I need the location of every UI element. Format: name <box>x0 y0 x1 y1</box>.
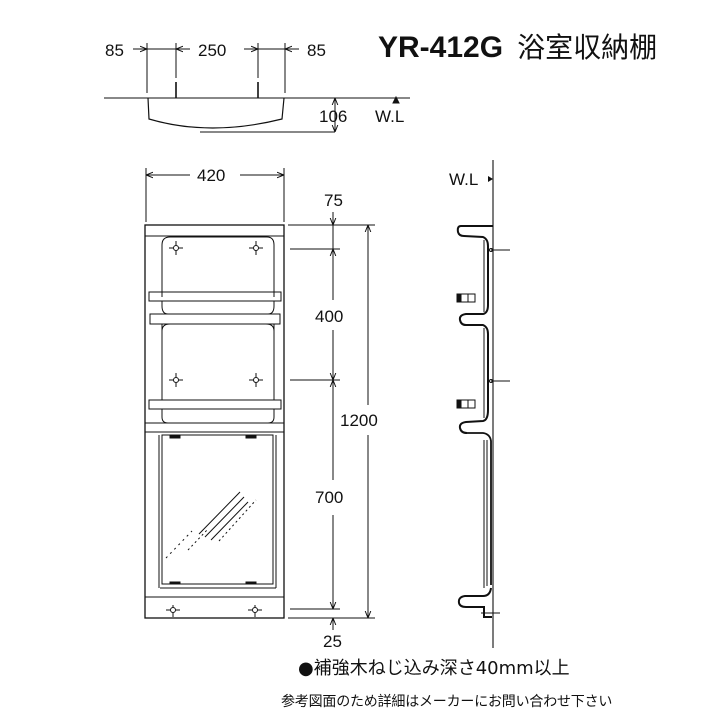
screw-holes <box>166 241 263 617</box>
dim-bottom-offset: 25 <box>323 632 342 651</box>
model-number: YR-412G <box>378 31 504 64</box>
wl-label-side: W.L <box>449 170 479 189</box>
disclaimer-note: 参考図面のため詳細はメーカーにお問い合わせ下さい <box>281 694 613 710</box>
dim-top-offset: 75 <box>324 191 343 210</box>
dim-top-center: 250 <box>198 41 227 60</box>
dim-mirror-height: 700 <box>315 488 344 507</box>
dim-shelf-spacing: 400 <box>315 307 344 326</box>
front-view <box>144 168 375 630</box>
side-view <box>456 160 510 648</box>
dim-top-right: 85 <box>307 41 326 60</box>
screw-depth-note: ●補強木ねじ込み深さ40mm以上 <box>298 658 570 679</box>
dim-width: 420 <box>197 166 226 185</box>
title: YR-412G 浴室収納棚 <box>378 26 657 66</box>
dim-depth: 106 <box>319 107 348 126</box>
dim-top-left: 85 <box>105 41 124 60</box>
wl-label-top: W.L <box>375 107 405 126</box>
dim-total-height: 1200 <box>340 411 378 430</box>
top-view <box>104 43 410 133</box>
product-name: 浴室収納棚 <box>517 31 658 64</box>
